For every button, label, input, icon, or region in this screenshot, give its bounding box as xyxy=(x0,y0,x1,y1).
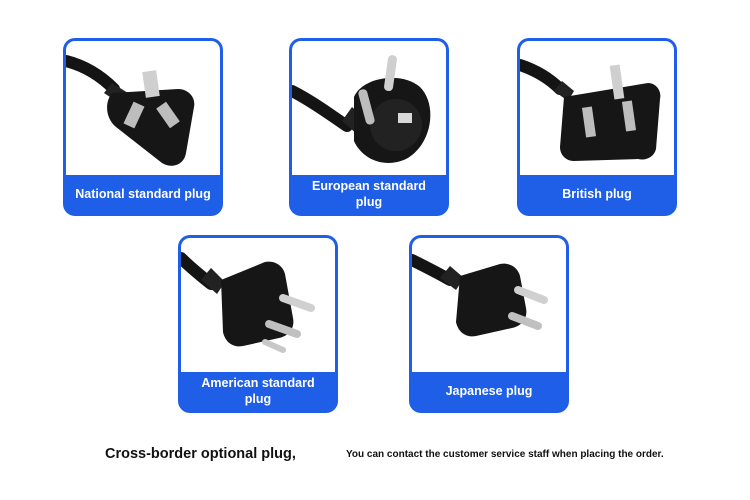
european-plug-icon xyxy=(292,55,431,163)
national-plug-image xyxy=(66,41,220,175)
plug-label: British plug xyxy=(562,187,632,201)
footer-note: You can contact the customer service sta… xyxy=(346,449,664,460)
national-plug-icon xyxy=(66,55,195,166)
japanese-plug-image xyxy=(412,238,566,372)
japanese-plug-icon xyxy=(412,254,548,337)
plug-label: American standard plug xyxy=(201,376,315,406)
plug-card-american: American standard plug xyxy=(178,235,338,413)
british-plug-icon xyxy=(520,59,661,161)
plug-label: National standard plug xyxy=(75,187,211,201)
european-plug-image xyxy=(292,41,446,175)
american-plug-image xyxy=(181,238,335,372)
plug-card-japanese: Japanese plug xyxy=(409,235,569,413)
british-plug-image xyxy=(520,41,674,175)
plug-card-national: National standard plug xyxy=(63,38,223,216)
plug-card-british: British plug xyxy=(517,38,677,216)
footer-title: Cross-border optional plug, xyxy=(105,446,296,462)
plug-label: European standard plug xyxy=(312,179,426,209)
plug-label: Japanese plug xyxy=(445,384,533,398)
american-plug-icon xyxy=(181,252,315,353)
plug-card-european: European standard plug xyxy=(289,38,449,216)
